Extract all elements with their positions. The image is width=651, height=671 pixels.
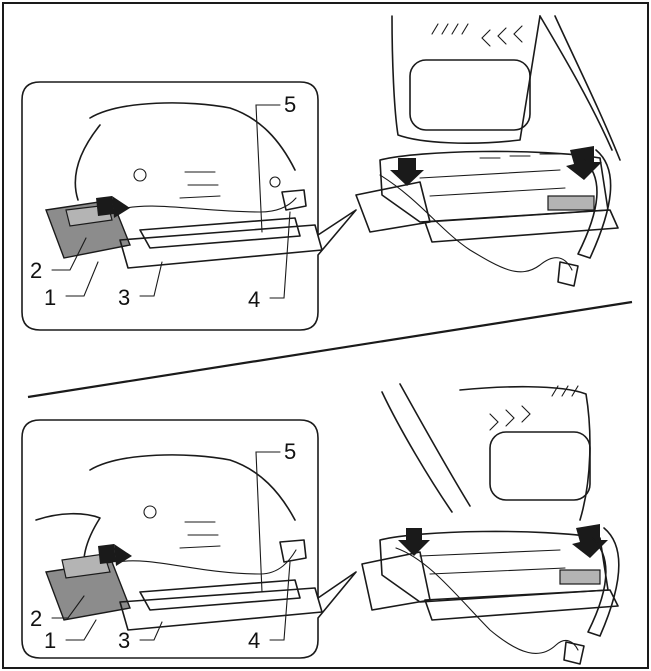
bottom-chevron-vents bbox=[489, 405, 531, 431]
top-detail-lever bbox=[281, 189, 307, 211]
top-detail-base-plate bbox=[139, 217, 301, 249]
arrow-down-icon bbox=[112, 196, 130, 218]
arrow-down-icon bbox=[98, 544, 116, 564]
top-sander-base-body bbox=[379, 150, 609, 223]
bottom-pad-plate bbox=[424, 589, 619, 621]
bottom-label-5: 5 bbox=[284, 439, 296, 464]
top-pad-plate bbox=[424, 209, 619, 243]
top-label-3: 3 bbox=[118, 285, 130, 310]
top-leader-5 bbox=[255, 104, 281, 233]
top-leader-3 bbox=[139, 261, 163, 297]
bottom-detail-vents bbox=[179, 521, 221, 549]
top-sander-housing bbox=[391, 15, 541, 144]
arrow-down-icon bbox=[566, 146, 602, 180]
top-clamp-wire bbox=[379, 174, 573, 273]
bottom-detail-lever bbox=[279, 539, 307, 563]
bottom-detail-screw bbox=[143, 505, 157, 519]
curved-arrow-icon bbox=[587, 527, 620, 637]
bottom-label-1: 1 bbox=[44, 628, 56, 653]
bottom-detail-housing bbox=[89, 454, 296, 521]
bottom-motor-window bbox=[489, 431, 591, 501]
top-motor-window bbox=[409, 59, 531, 131]
bottom-leader-1 bbox=[65, 619, 97, 641]
bottom-label-4: 4 bbox=[248, 628, 260, 653]
top-sander-view bbox=[355, 15, 621, 287]
top-detail-view: 2 1 3 4 5 bbox=[30, 92, 323, 312]
top-base-details bbox=[419, 153, 566, 197]
bottom-detail-wire bbox=[117, 549, 297, 575]
top-handle-edge bbox=[539, 15, 613, 151]
bottom-sander-housing bbox=[459, 385, 591, 521]
top-detail-screw bbox=[133, 168, 147, 182]
curved-arrow-icon bbox=[577, 149, 612, 259]
top-label-4: 4 bbox=[248, 287, 260, 312]
top-detail-pad bbox=[119, 224, 323, 269]
bottom-handle bbox=[381, 383, 471, 513]
top-front-clamp-block bbox=[355, 181, 431, 233]
bottom-vents bbox=[551, 385, 579, 397]
bottom-lever-handle bbox=[563, 641, 585, 665]
top-chevron-vents bbox=[481, 25, 523, 47]
top-detail-housing bbox=[89, 102, 296, 171]
arrow-down-icon bbox=[572, 524, 608, 558]
step-divider bbox=[27, 300, 633, 399]
arrow-down-icon bbox=[96, 196, 114, 216]
arrow-down-icon bbox=[398, 528, 430, 556]
top-detail-vents bbox=[179, 171, 221, 199]
arrow-down-icon bbox=[390, 158, 424, 186]
bottom-clamp-wire bbox=[395, 547, 579, 654]
bottom-label-3: 3 bbox=[118, 628, 130, 653]
bottom-front-clamp-lip bbox=[61, 553, 111, 579]
top-leader-2 bbox=[51, 237, 87, 271]
bottom-base-details bbox=[419, 549, 566, 575]
bottom-detail-pad bbox=[119, 587, 323, 631]
top-leader-1 bbox=[65, 261, 99, 297]
top-detail-callout bbox=[21, 81, 357, 331]
top-leader-4 bbox=[269, 211, 291, 299]
top-vents bbox=[431, 23, 469, 35]
arrow-down-icon bbox=[114, 544, 132, 566]
bottom-detail-base-plate bbox=[139, 579, 301, 611]
bottom-detail-callout bbox=[21, 419, 357, 659]
top-detail-wire bbox=[117, 197, 297, 213]
bottom-rear-clamp-plate bbox=[559, 569, 601, 585]
top-rear-clamp-plate bbox=[547, 195, 595, 211]
bottom-leader-3 bbox=[139, 621, 163, 641]
top-detail-screw-2 bbox=[269, 176, 281, 188]
top-detail-housing-left bbox=[74, 124, 101, 201]
top-label-1: 1 bbox=[44, 285, 56, 310]
top-handle-edge-2 bbox=[554, 15, 621, 161]
top-label-2: 2 bbox=[30, 258, 42, 283]
bottom-sander-view bbox=[361, 383, 620, 665]
bottom-leader-2 bbox=[51, 595, 85, 619]
bottom-leader-5 bbox=[255, 451, 281, 593]
bottom-step: 2 1 3 4 5 bbox=[21, 383, 620, 665]
bottom-leader-4 bbox=[269, 561, 291, 641]
bottom-label-2: 2 bbox=[30, 606, 42, 631]
top-lever-handle bbox=[557, 261, 579, 287]
top-label-5: 5 bbox=[284, 92, 296, 117]
bottom-detail-view: 2 1 3 4 5 bbox=[30, 439, 323, 653]
top-step: 2 1 3 4 5 bbox=[21, 15, 621, 331]
